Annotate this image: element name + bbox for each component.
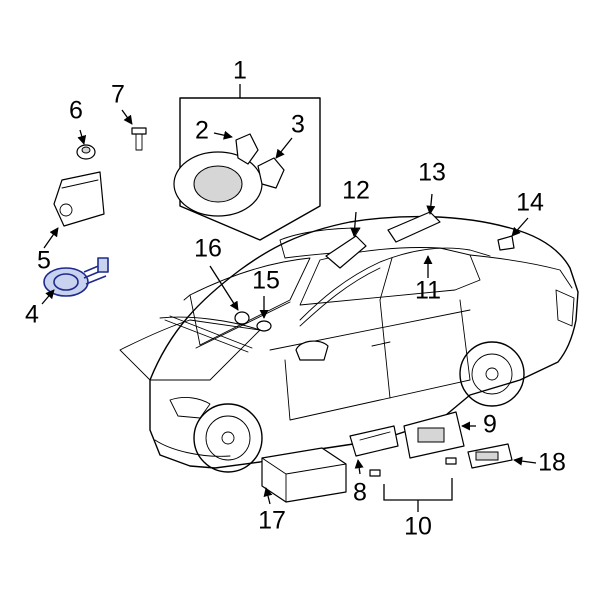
callout-6: 6 bbox=[69, 97, 83, 125]
fastener-6 bbox=[76, 144, 96, 160]
callout-9: 9 bbox=[483, 411, 497, 439]
callout-18: 18 bbox=[538, 449, 566, 477]
callout-4: 4 bbox=[25, 301, 39, 329]
screws-10 bbox=[369, 457, 457, 477]
callout-12: 12 bbox=[342, 177, 370, 205]
bolt-15 bbox=[256, 320, 272, 332]
bracket-13 bbox=[387, 211, 441, 243]
callout-16: 16 bbox=[194, 235, 222, 263]
callout-14: 14 bbox=[516, 189, 544, 217]
callout-5: 5 bbox=[37, 247, 51, 275]
sensor-strip-8 bbox=[349, 425, 399, 457]
callout-11: 11 bbox=[415, 277, 441, 305]
callout-15: 15 bbox=[252, 267, 280, 295]
callout-8: 8 bbox=[353, 479, 367, 507]
callout-2: 2 bbox=[195, 117, 209, 145]
bolt-7 bbox=[131, 127, 147, 151]
fastener-16 bbox=[234, 311, 250, 325]
callout-10: 10 bbox=[404, 513, 432, 541]
sensor-18 bbox=[467, 443, 513, 469]
side-airbag-12 bbox=[325, 235, 367, 269]
control-module-9 bbox=[403, 411, 465, 459]
callout-1: 1 bbox=[233, 57, 247, 85]
clock-spring-highlighted bbox=[43, 257, 109, 297]
leader-lines bbox=[41, 84, 537, 512]
sensor-14 bbox=[497, 235, 515, 251]
callout-labels: 1 2 3 4 5 6 7 8 9 10 11 12 13 14 15 16 1… bbox=[25, 57, 566, 541]
control-unit-17 bbox=[261, 447, 347, 503]
passenger-airbag-module bbox=[53, 171, 105, 227]
callout-3: 3 bbox=[291, 111, 305, 139]
steering-wheel-airbag-group bbox=[173, 97, 321, 241]
callout-17: 17 bbox=[258, 507, 286, 535]
car-illustration bbox=[119, 215, 579, 473]
callout-7: 7 bbox=[111, 81, 125, 109]
callout-13: 13 bbox=[418, 159, 446, 187]
